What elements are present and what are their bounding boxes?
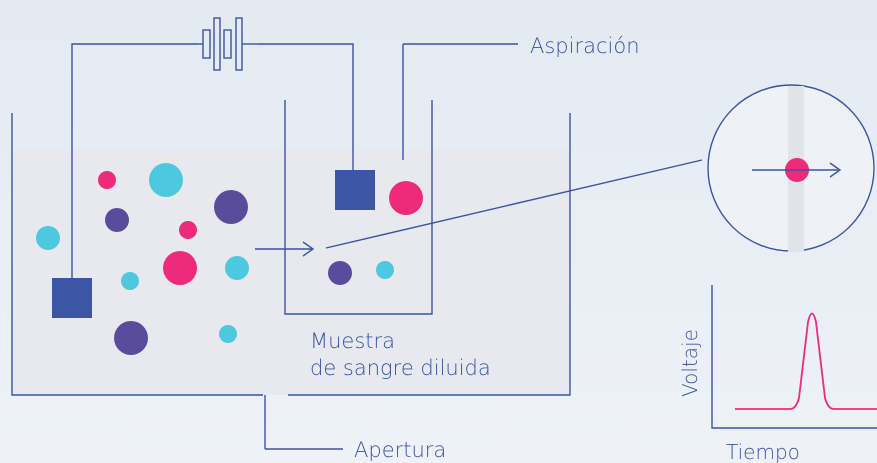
cell-magenta xyxy=(389,181,423,215)
battery-icon xyxy=(198,17,258,71)
sample-label-line2: de sangre diluida xyxy=(310,356,491,380)
blood-cells-inner xyxy=(328,181,423,285)
circuit-wires xyxy=(71,43,518,278)
diluted-liquid xyxy=(12,150,570,395)
cell-purple xyxy=(114,321,148,355)
cell-magenta xyxy=(98,171,116,189)
cell-purple xyxy=(214,190,248,224)
sample-label-line1: Muestra xyxy=(310,329,395,353)
voltage-pulse xyxy=(735,312,877,410)
voltage-pulse-graph xyxy=(711,285,877,429)
cell-purple xyxy=(105,208,129,232)
aperture-tube xyxy=(284,100,433,315)
aperture-label: Apertura xyxy=(354,438,446,462)
cell-cyan xyxy=(376,261,394,279)
x-axis-label: Tiempo xyxy=(726,440,800,463)
outer-container xyxy=(11,113,571,396)
zoom-connector xyxy=(325,159,703,249)
graph-axes xyxy=(711,285,877,429)
cell-cyan xyxy=(121,272,139,290)
y-axis-label: Voltaje xyxy=(678,329,702,397)
outer-electrode xyxy=(52,278,92,318)
cell-cyan xyxy=(219,325,237,343)
inner-electrode xyxy=(335,170,375,210)
cell-magenta xyxy=(179,221,197,239)
magnifier-circle-icon xyxy=(707,84,875,252)
cell-purple xyxy=(328,261,352,285)
arrow-right-icon xyxy=(255,241,315,257)
cell-magenta xyxy=(163,251,197,285)
cell-cyan xyxy=(36,226,60,250)
blood-cells-outer xyxy=(36,163,249,355)
cell-cyan xyxy=(225,256,249,280)
cell-cyan xyxy=(149,163,183,197)
aspiration-label: Aspiración xyxy=(530,34,640,58)
